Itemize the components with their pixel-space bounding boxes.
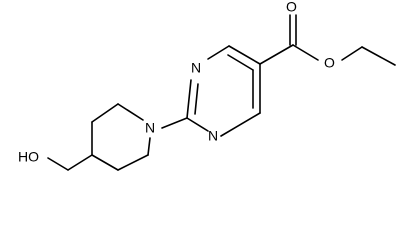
bond-pip-n-c2 [117,103,144,121]
pyrimidine-n3-label: N [191,60,201,76]
pyrimidine-n1-label: N [208,128,218,144]
bond-pip-c6-n [147,137,151,156]
bond-pip-c2-c3 [91,103,119,123]
bond-ring-c4-c5-inner [227,54,254,71]
bond-ring-n3-c2 [186,79,192,119]
bond-pip-c4-c5 [91,154,119,171]
ester-oxygen-label: O [324,55,335,71]
hydroxyl-label: HO [18,149,39,165]
bond-carbonyl-to-ester-o [292,44,319,61]
bond-ring-c2-n1 [186,117,209,132]
bond-ch2-to-oh [47,157,69,171]
carbonyl-oxygen-label: O [286,0,297,15]
bond-ring-c5-c4 [228,45,261,65]
bond-ring-c4-n3 [207,45,230,60]
bond-ethyl [361,46,396,66]
bond-pip-c5-c6 [117,154,149,171]
chemical-structure-diagram: O O N N N HO [18,0,396,171]
bond-ring-n3-c2-inner [194,83,199,115]
bond-carbonyl-to-ring [259,44,294,65]
piperidine-n-label: N [145,120,155,136]
bond-ring-n1-c6 [220,112,261,137]
bond-ester-o-to-ch2 [341,46,363,61]
bond-c2-to-piperidine-n [161,117,188,129]
bond-c4-to-ch2 [67,154,93,171]
